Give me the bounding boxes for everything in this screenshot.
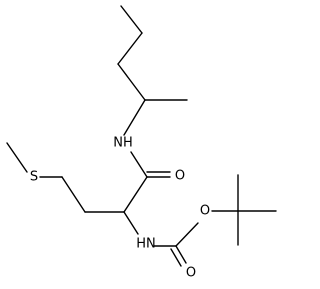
bond [120,5,143,34]
bond [130,151,148,178]
bond [123,176,148,213]
atom-labels: NH O S HN O O [30,136,210,281]
carbamate-nh-label: HN [136,237,156,252]
molecule-structure: NH O S HN O O [6,5,277,281]
sulfur-label: S [30,170,38,185]
bond [170,248,182,267]
bond-lines [6,5,277,267]
bond [6,142,28,173]
bond [117,32,143,65]
ester-oxygen-label: O [200,204,210,219]
bond [175,222,199,247]
carbonyl-oxygen-label: O [186,266,196,281]
bond [123,211,139,235]
bond [61,176,86,213]
bond [117,63,146,101]
bond [123,99,146,136]
amide-nh-label: NH [113,136,133,151]
bond [175,245,187,264]
amide-oxygen-label: O [175,169,185,184]
